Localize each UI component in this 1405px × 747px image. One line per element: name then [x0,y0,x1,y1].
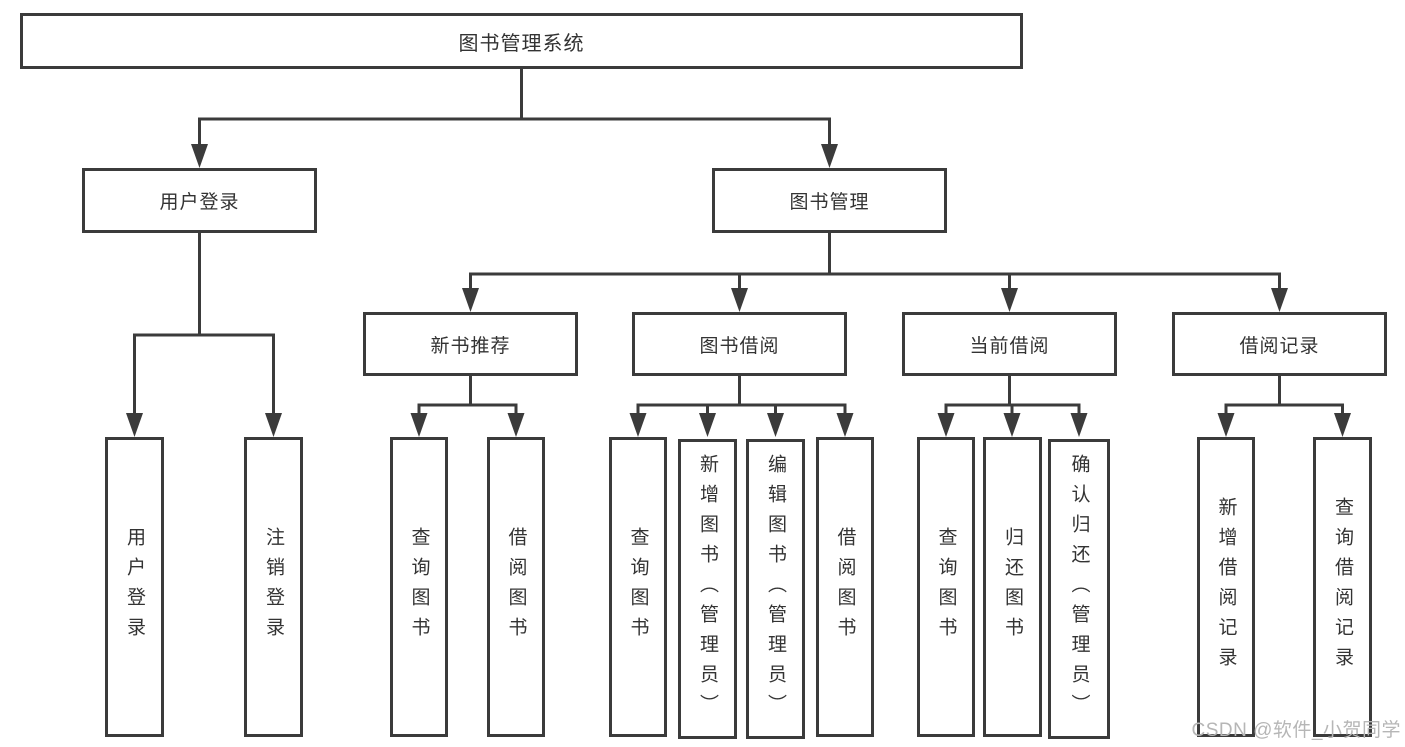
node-book-borrow: 图书借阅 [632,312,847,376]
node-book-borrow-label: 图书借阅 [699,335,780,357]
leaf-return-book: 归还图书 [983,437,1042,737]
connector-book-borrow-to-leaves [629,376,854,437]
connector-book-management-to-level3 [462,233,1288,312]
leaf-query-books-current: 查询图书 [917,437,975,737]
connector-new-book-to-leaves [410,376,525,437]
node-book-management-label: 图书管理 [789,192,870,213]
leaf-borrow-books: 借阅图书 [816,437,874,737]
leaf-query-books-borrow: 查询图书 [609,437,667,737]
node-current-borrow-label: 当前借阅 [969,335,1050,357]
leaf-confirm-return-admin: 确认归还（管理员） [1048,439,1110,739]
connector-user-login-to-leaves [126,233,282,437]
node-user-login-label: 用户登录 [159,192,240,213]
node-root-label: 图书管理系统 [458,32,585,55]
leaf-edit-book-admin: 编辑图书（管理员） [746,439,805,739]
leaf-logout: 注销登录 [244,437,303,737]
node-borrow-record-label: 借阅记录 [1239,335,1320,357]
leaf-query-borrow-record: 查询借阅记录 [1313,437,1372,737]
node-new-book-recommend-label: 新书推荐 [430,335,511,357]
node-root: 图书管理系统 [20,13,1023,69]
leaf-user-login: 用户登录 [105,437,164,737]
leaf-borrow-books-recommend: 借阅图书 [487,437,545,737]
connector-current-borrow-to-leaves [937,376,1088,437]
csdn-watermark: CSDN @软件_小贺同学 [1191,720,1401,741]
node-book-management: 图书管理 [712,168,947,233]
leaf-add-book-admin: 新增图书（管理员） [678,439,737,739]
connector-borrow-record-to-leaves [1217,376,1351,437]
leaf-add-borrow-record: 新增借阅记录 [1197,437,1255,737]
node-new-book-recommend: 新书推荐 [363,312,578,376]
node-current-borrow: 当前借阅 [902,312,1117,376]
leaf-query-books-recommend: 查询图书 [390,437,448,737]
connector-root-to-level2 [191,69,838,168]
node-user-login: 用户登录 [82,168,317,233]
node-borrow-record: 借阅记录 [1172,312,1387,376]
